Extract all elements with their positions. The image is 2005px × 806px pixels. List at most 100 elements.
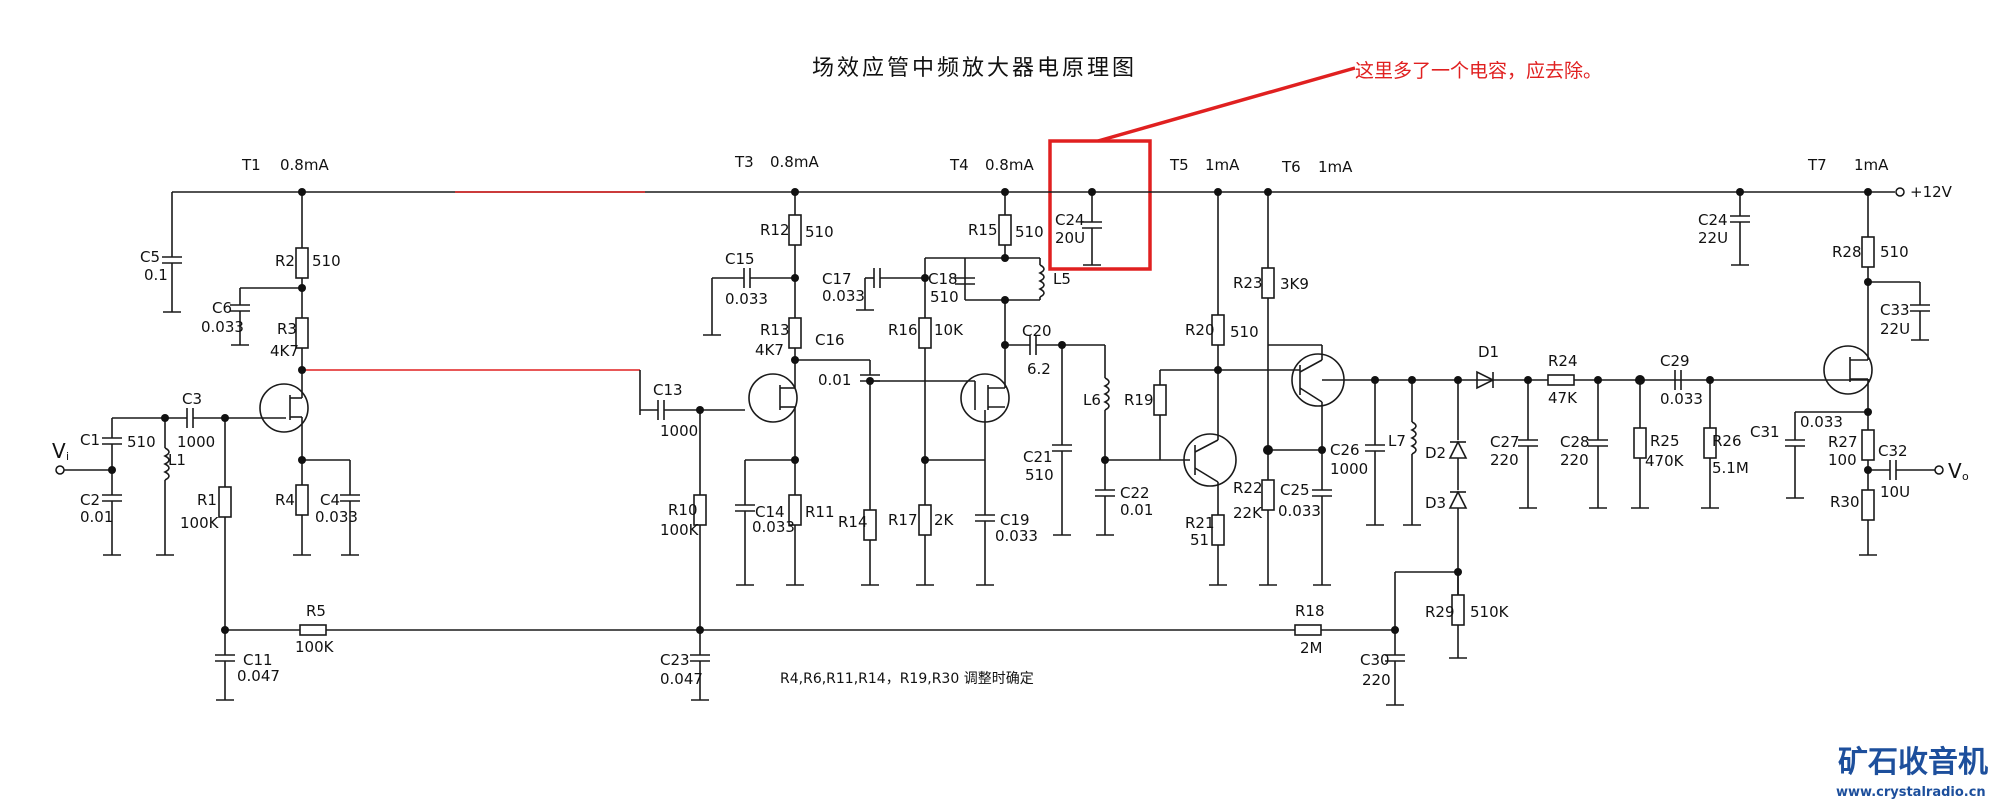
stage-l6: C21 510 L6 C22 0.01 — [1023, 345, 1190, 536]
component-label: C29 — [1660, 352, 1690, 370]
d3-diode-symbol — [1448, 490, 1468, 509]
component-label: R14 — [838, 513, 868, 531]
component-label: C26 — [1330, 441, 1360, 459]
component-label: C31 — [1750, 423, 1780, 441]
component-label: R2 — [275, 252, 295, 270]
component-value: 0.033 — [1800, 413, 1843, 431]
component-label: L7 — [1388, 432, 1406, 450]
input-subscript: i — [66, 450, 69, 463]
component-label: C32 — [1878, 442, 1908, 460]
component-label: C21 — [1023, 448, 1053, 466]
stage-t5-t6: R20 510 R19 R21 51 R23 3K9 — [1124, 192, 1375, 586]
output-terminal — [1934, 465, 1944, 475]
component-value: 51 — [1190, 531, 1209, 549]
component-label: R26 — [1712, 432, 1742, 450]
adjust-note: R4,R6,R11,R14，R19,R30 调整时确定 — [780, 671, 1034, 687]
r24-resistor — [1547, 374, 1575, 386]
component-label: R10 — [668, 501, 698, 519]
component-value: 220 — [1362, 671, 1391, 689]
stage-t7: C24 22U R28 510 C33 22U C31 0.033 R27 10… — [1698, 192, 1969, 556]
stage-name: T6 — [1281, 158, 1301, 176]
component-value: 0.01 — [1120, 501, 1153, 519]
component-value: 22U — [1698, 229, 1728, 247]
input-terminal — [55, 465, 65, 475]
t7-fet-symbol — [1823, 345, 1873, 395]
logo-text: 矿石收音机 — [1838, 745, 1988, 780]
component-label: C30 — [1360, 651, 1390, 669]
component-label: C23 — [660, 651, 690, 669]
component-label: R18 — [1295, 602, 1325, 620]
component-value: 0.01 — [80, 508, 113, 526]
component-value: 220 — [1490, 451, 1519, 469]
component-value: 2M — [1300, 639, 1323, 657]
component-label: C2 — [80, 491, 100, 509]
t3-fet-symbol — [748, 373, 798, 423]
component-value: 22K — [1233, 504, 1263, 522]
component-value: 0.033 — [725, 290, 768, 308]
component-value: 2K — [934, 511, 955, 529]
component-label: C20 — [1022, 322, 1052, 340]
component-value: 22U — [1880, 320, 1910, 338]
component-label: C27 — [1490, 433, 1520, 451]
component-label: C24 — [1055, 211, 1085, 229]
stage-t3: C13 1000 R10 100K R12 510 R13 4K7 C15 0.… — [640, 192, 880, 630]
component-value: 5.1M — [1712, 459, 1749, 477]
stage-t1: C5 0.1 R2 510 R3 4K7 C6 0.033 R4 — [52, 192, 641, 630]
stage-current: 1mA — [1318, 158, 1353, 176]
component-label: R21 — [1185, 514, 1215, 532]
component-value: 4K7 — [270, 342, 299, 360]
component-label: R16 — [888, 321, 918, 339]
component-value: 1000 — [1330, 460, 1368, 478]
component-label: R20 — [1185, 321, 1215, 339]
component-label: R27 — [1828, 433, 1858, 451]
component-label: C3 — [182, 390, 202, 408]
input-label: V — [52, 439, 66, 463]
component-label: C25 — [1280, 481, 1310, 499]
component-value: 0.033 — [995, 527, 1038, 545]
component-value: 510 — [1880, 243, 1909, 261]
component-value: 510K — [1470, 603, 1510, 621]
component-label: C16 — [815, 331, 845, 349]
stage-t4: R15 510 C18 510 L5 C17 0.033 R16 10K R17… — [822, 192, 1105, 586]
component-value: 0.033 — [1660, 390, 1703, 408]
component-label: L6 — [1083, 391, 1101, 409]
d2-diode-symbol — [1448, 440, 1468, 459]
component-label: R19 — [1124, 391, 1154, 409]
component-label: R11 — [805, 503, 835, 521]
component-label: R22 — [1233, 479, 1263, 497]
component-value: 4K7 — [755, 341, 784, 359]
component-label: L5 — [1053, 270, 1071, 288]
output-subscript: o — [1962, 470, 1969, 483]
logo-url: www.crystalradio.cn — [1836, 785, 1986, 800]
stage-name: T7 — [1807, 156, 1827, 174]
component-label: R24 — [1548, 352, 1578, 370]
stage-labels: T1 0.8mA T3 0.8mA T4 0.8mA T5 1mA T6 1mA… — [241, 153, 1889, 176]
component-value: 510 — [930, 288, 959, 306]
component-label: R1 — [197, 491, 217, 509]
component-value: 0.01 — [818, 371, 851, 389]
component-label: C18 — [928, 270, 958, 288]
stage-current: 0.8mA — [985, 156, 1034, 174]
component-label: C4 — [320, 491, 340, 509]
component-label: C5 — [140, 248, 160, 266]
component-label: D2 — [1425, 444, 1446, 462]
page-title: 场效应管中频放大器电原理图 — [812, 56, 1137, 81]
stage-name: T3 — [734, 153, 754, 171]
component-value: 510 — [1025, 466, 1054, 484]
t5-bjt-symbol — [1183, 433, 1237, 487]
supply-label: +12V — [1910, 183, 1953, 201]
flagged-capacitor-c24: C24 20U — [1055, 192, 1102, 266]
component-value: 0.033 — [752, 518, 795, 536]
component-value: 510 — [1230, 323, 1259, 341]
component-value: 1000 — [177, 433, 215, 451]
component-value: 510 — [805, 223, 834, 241]
annotation-text: 这里多了一个电容，应去除。 — [1355, 60, 1602, 82]
component-value: 510 — [312, 252, 341, 270]
component-value: 100K — [295, 638, 335, 656]
component-label: R28 — [1832, 243, 1862, 261]
watermark-logo: 矿石收音机 www.crystalradio.cn — [1836, 745, 1988, 800]
component-label: R15 — [968, 221, 998, 239]
stage-name: T5 — [1169, 156, 1189, 174]
component-value: 0.047 — [660, 670, 703, 688]
d1-diode-symbol — [1476, 370, 1495, 390]
